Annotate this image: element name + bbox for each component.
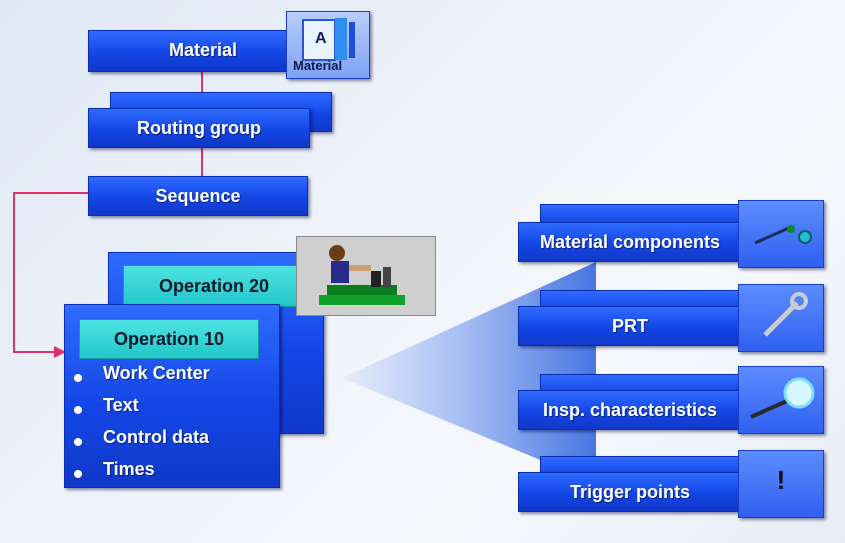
sequence-label: Sequence (155, 186, 241, 206)
detail-work-center: Work Center (103, 363, 210, 383)
material-components-icon-box (738, 200, 824, 268)
insp-characteristics-icon-box (738, 366, 824, 434)
worker-image (296, 236, 436, 316)
bullet-icon (74, 374, 82, 382)
prt-icon-box (738, 284, 824, 352)
material-cube-icon (302, 18, 355, 61)
sequence-box: Sequence (88, 176, 308, 216)
connector-arrowhead (54, 346, 66, 358)
routing-group-label: Routing group (137, 118, 261, 138)
prt-box: PRT (518, 306, 742, 346)
detail-times: Times (103, 459, 155, 479)
magnifier-icon (750, 377, 815, 419)
detail-text: Text (103, 395, 139, 415)
trigger-points-icon-box: ! (738, 450, 824, 518)
material-icon: A Material (286, 11, 370, 79)
operation-20-tab: Operation 20 (123, 265, 305, 307)
material-icon-letter: A (315, 30, 327, 47)
insp-characteristics-box: Insp. characteristics (518, 390, 742, 430)
detail-control-data: Control data (103, 427, 209, 447)
bullet-icon (74, 470, 82, 478)
trigger-points-label: Trigger points (569, 482, 690, 502)
bullet-icon (74, 438, 82, 446)
operation-10-tab: Operation 10 (79, 319, 259, 359)
operation-10-card: Operation 10 (64, 304, 280, 488)
material-box: Material (88, 30, 318, 72)
machinist-icon (319, 245, 405, 305)
bullet-icon (74, 406, 82, 414)
sequence-operation-connector (13, 192, 88, 353)
wrench-icon (763, 292, 808, 337)
routing-group-box: Routing group (88, 108, 310, 148)
material-components-box: Material components (518, 222, 742, 262)
material-components-label: Material components (539, 232, 721, 252)
exclamation-icon: ! (776, 465, 786, 495)
prt-label: PRT (612, 316, 648, 336)
insp-characteristics-label: Insp. characteristics (542, 400, 718, 420)
trigger-points-box: Trigger points (518, 472, 742, 512)
material-icon-caption: Material (293, 58, 343, 73)
components-icon (754, 225, 812, 245)
material-label: Material (168, 40, 238, 60)
